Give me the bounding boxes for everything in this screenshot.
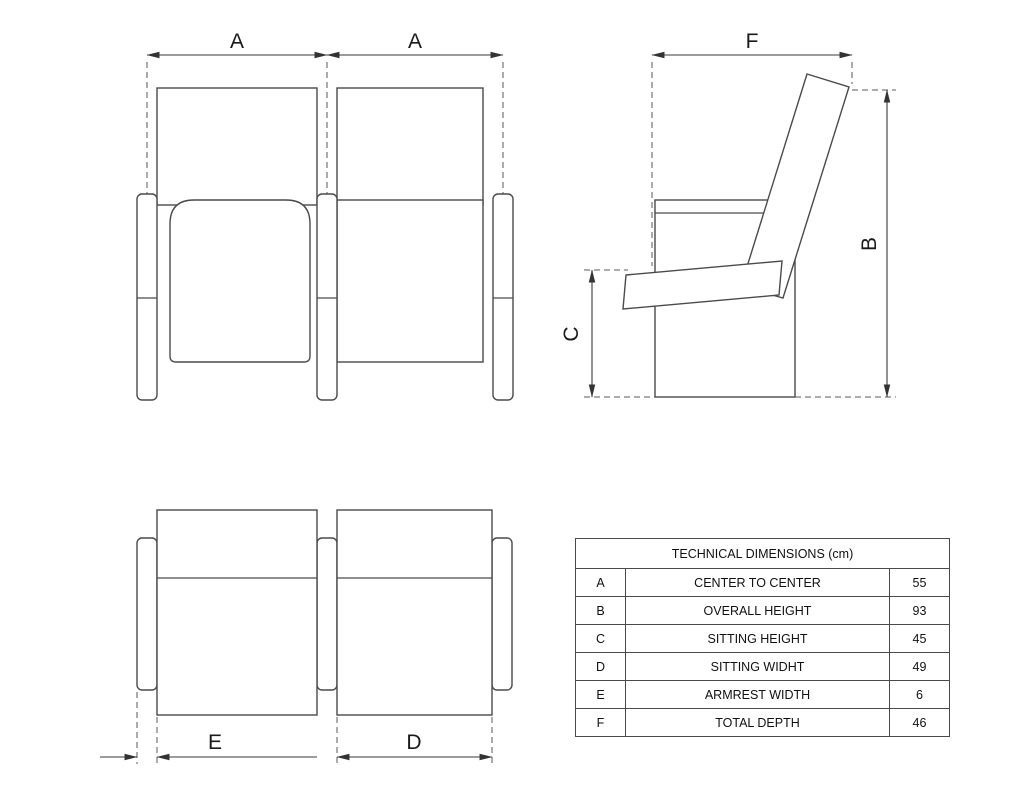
dim-value-cell: 6 [889, 680, 950, 709]
dim-value-cell: 45 [889, 624, 950, 653]
right-chair-backrest [336, 87, 484, 206]
dimensions-table: TECHNICAL DIMENSIONS (cm) A CENTER TO CE… [575, 538, 950, 737]
table-title: TECHNICAL DIMENSIONS (cm) [575, 538, 950, 569]
dim-label-c: C [560, 326, 583, 341]
armrest-middle [316, 193, 338, 401]
table-row: F TOTAL DEPTH 46 [575, 708, 950, 737]
plan-armrest-right [491, 537, 513, 691]
dim-letter-cell: A [575, 568, 626, 597]
folded-seat-cushion [622, 260, 783, 310]
left-chair-backrest [156, 87, 318, 206]
dim-label-d: D [406, 731, 421, 754]
side-view: F C B [560, 30, 896, 398]
table-row: D SITTING WIDHT 49 [575, 652, 950, 681]
right-chair-seat [336, 199, 484, 363]
dim-name-cell: TOTAL DEPTH [625, 708, 890, 737]
dim-letter-cell: D [575, 652, 626, 681]
dim-value-cell: 49 [889, 652, 950, 681]
dim-letter-cell: E [575, 680, 626, 709]
dim-letter-cell: B [575, 596, 626, 625]
plan-armrest-middle [316, 537, 338, 691]
plan-armrest-left [136, 537, 158, 691]
dim-name-cell: SITTING WIDHT [625, 652, 890, 681]
armrest-right [492, 193, 514, 401]
plan-view: E D [100, 509, 513, 764]
dim-label-a1: A [230, 30, 244, 53]
dim-label-b: B [858, 237, 881, 251]
dim-label-e: E [208, 731, 222, 754]
dim-label-f: F [746, 30, 759, 53]
left-chair-seat [169, 199, 311, 363]
dim-name-cell: OVERALL HEIGHT [625, 596, 890, 625]
dim-name-cell: ARMREST WIDTH [625, 680, 890, 709]
dim-value-cell: 55 [889, 568, 950, 597]
plan-right-seat [336, 509, 493, 716]
table-row: B OVERALL HEIGHT 93 [575, 596, 950, 625]
dim-value-cell: 93 [889, 596, 950, 625]
dim-label-a2: A [408, 30, 422, 53]
armrest-left [136, 193, 158, 401]
plan-left-seat [156, 509, 318, 716]
backrest-tilted [740, 73, 850, 299]
dim-value-cell: 46 [889, 708, 950, 737]
dim-name-cell: SITTING HEIGHT [625, 624, 890, 653]
table-header-row: TECHNICAL DIMENSIONS (cm) [575, 538, 950, 569]
table-row: C SITTING HEIGHT 45 [575, 624, 950, 653]
table-row: A CENTER TO CENTER 55 [575, 568, 950, 597]
table-row: E ARMREST WIDTH 6 [575, 680, 950, 709]
dim-letter-cell: F [575, 708, 626, 737]
dim-letter-cell: C [575, 624, 626, 653]
dim-name-cell: CENTER TO CENTER [625, 568, 890, 597]
front-view: A A [136, 30, 514, 401]
